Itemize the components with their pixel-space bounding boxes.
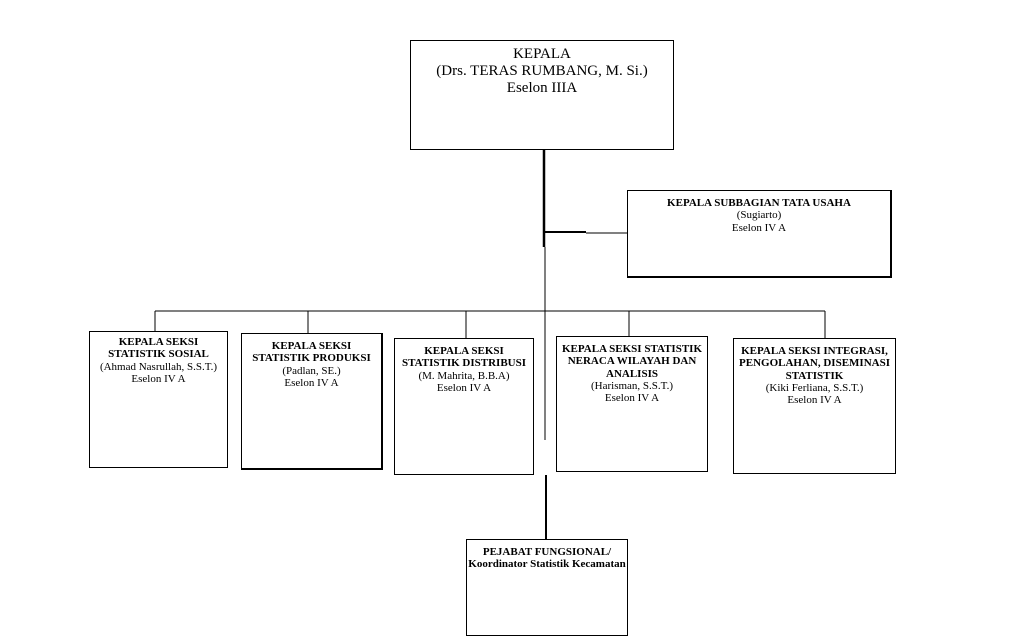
kepala-box: KEPALA (Drs. TERAS RUMBANG, M. Si.) Esel… [410,40,674,150]
seksi-sosial-box: KEPALA SEKSI STATISTIK SOSIAL (Ahmad Nas… [89,331,228,468]
fungsional-box: PEJABAT FUNGSIONAL/ Koordinator Statisti… [466,539,628,636]
seksi-produksi-box: KEPALA SEKSI STATISTIK PRODUKSI (Padlan,… [241,333,383,470]
seksi-eselon: Eselon IV A [787,394,842,407]
fungsional-title: PEJABAT FUNGSIONAL/ Koordinator Statisti… [468,546,626,571]
seksi-eselon: Eselon IV A [604,392,660,405]
seksi-name: (Padlan, SE.) [282,364,341,377]
seksi-ipds-box: KEPALA SEKSI INTEGRASI, PENGOLAHAN, DISE… [733,338,896,474]
seksi-neraca-box: KEPALA SEKSI STATISTIK NERACA WILAYAH DA… [556,336,708,472]
seksi-name: (M. Mahrita, B.B.A) [418,369,510,382]
kepala-eselon: Eselon IIIA [506,79,578,96]
seksi-eselon: Eselon IV A [436,381,492,394]
seksi-name: (Kiki Ferliana, S.S.T.) [765,381,864,394]
seksi-name: (Ahmad Nasrullah, S.S.T.) [99,360,218,373]
seksi-title: KEPALA SEKSI INTEGRASI, PENGOLAHAN, DISE… [739,345,890,382]
tata-usaha-title: KEPALA SUBBAGIAN TATA USAHA [667,197,851,209]
seksi-title: KEPALA SEKSI STATISTIK NERACA WILAYAH DA… [562,343,702,380]
seksi-eselon: Eselon IV A [131,372,186,385]
seksi-title: KEPALA SEKSI STATISTIK PRODUKSI [252,340,371,365]
tata-usaha-name: (Sugiarto) [736,209,782,222]
seksi-distribusi-box: KEPALA SEKSI STATISTIK DISTRIBUSI (M. Ma… [394,338,534,475]
kepala-title: KEPALA [513,46,571,62]
seksi-name: (Harisman, S.S.T.) [591,379,673,392]
tata-usaha-box: KEPALA SUBBAGIAN TATA USAHA (Sugiarto) E… [627,190,892,278]
seksi-eselon: Eselon IV A [284,376,339,389]
tata-usaha-eselon: Eselon IV A [731,221,787,234]
seksi-title: KEPALA SEKSI STATISTIK DISTRIBUSI [401,345,526,370]
kepala-name: (Drs. TERAS RUMBANG, M. Si.) [436,62,648,79]
seksi-title: KEPALA SEKSI STATISTIK SOSIAL [108,336,209,361]
